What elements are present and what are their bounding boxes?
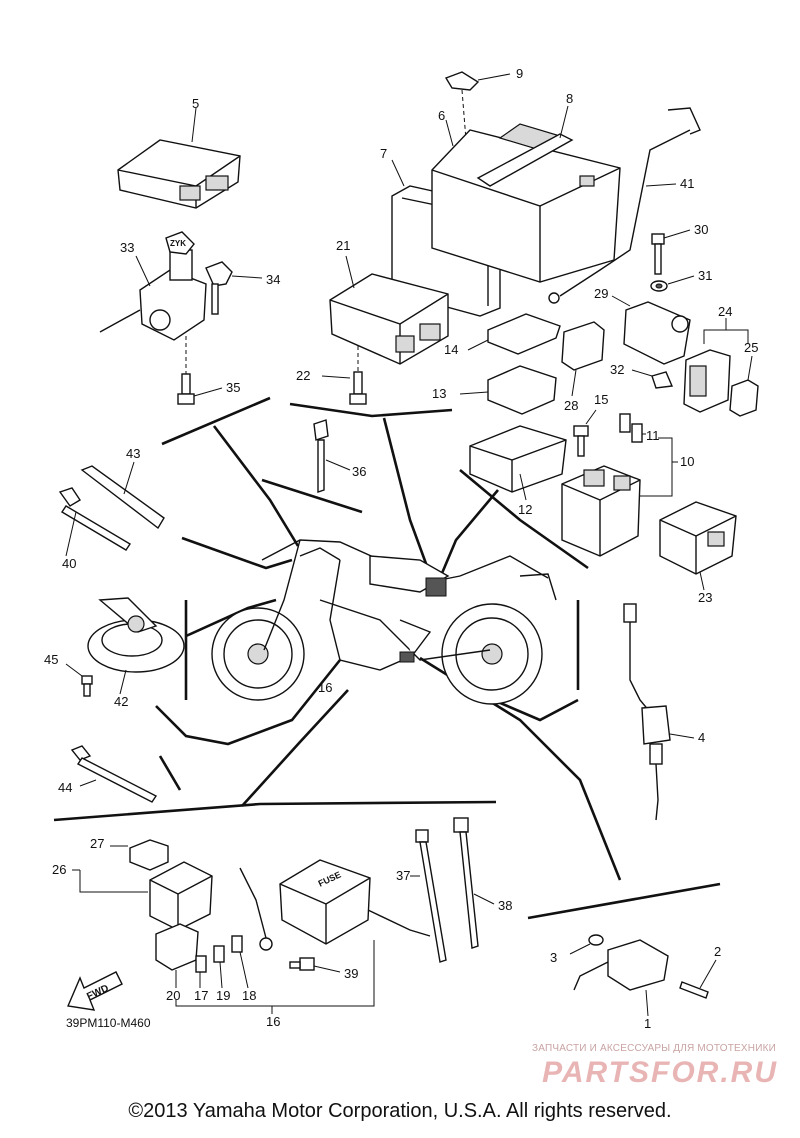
callout-13: 13 [432, 386, 446, 401]
callout-19: 19 [216, 988, 230, 1003]
part-32-bracket [631, 369, 674, 389]
callout-33: 33 [120, 240, 134, 255]
callout-1: 1 [644, 1016, 651, 1031]
part-5-ecu [117, 107, 241, 209]
part-27-cap [110, 839, 169, 871]
part-19-fuse [213, 945, 225, 989]
callout-37: 37 [396, 868, 410, 883]
callout-45: 45 [44, 652, 58, 667]
callout-3: 3 [550, 950, 557, 965]
part-33-main-switch [99, 231, 207, 374]
callout-16a: 16 [318, 680, 332, 695]
callout-9: 9 [516, 66, 523, 81]
part-6-7-battery [391, 105, 621, 317]
callout-24: 24 [718, 304, 732, 319]
callout-22: 22 [296, 368, 310, 383]
part-45-bolt [65, 663, 93, 697]
callout-31: 31 [698, 268, 712, 283]
callout-14: 14 [444, 342, 458, 357]
part-35-bolt [177, 373, 223, 405]
callout-40: 40 [62, 556, 76, 571]
part-44-band [70, 745, 158, 803]
part-38-band [453, 817, 495, 949]
callout-27: 27 [90, 836, 104, 851]
part-41-cable [548, 107, 701, 304]
callout-6: 6 [438, 108, 445, 123]
part-36-band [313, 419, 351, 493]
part-26-relay [72, 861, 213, 931]
callout-4: 4 [698, 730, 705, 745]
part-12-holder [469, 425, 567, 501]
callout-2: 2 [714, 944, 721, 959]
part-28-relay [561, 321, 605, 397]
callout-35: 35 [226, 380, 240, 395]
callout-16b: 16 [266, 1014, 280, 1029]
part-24-connector [683, 318, 749, 413]
callout-42: 42 [114, 694, 128, 709]
part-22-bolt [321, 371, 367, 405]
callout-11: 11 [646, 428, 660, 443]
part-37-band [410, 829, 447, 963]
leader-network [53, 396, 721, 920]
callout-15: 15 [594, 392, 608, 407]
part-29-relay [611, 295, 691, 365]
callout-7: 7 [380, 146, 387, 161]
copyright-notice: ©2013 Yamaha Motor Corporation, U.S.A. A… [128, 1100, 672, 1122]
part-2-screw [679, 959, 717, 999]
callout-17: 17 [194, 988, 208, 1003]
part-9-clip [444, 71, 511, 141]
diagram-code: 39PM110-M460 [66, 1016, 151, 1030]
part-21-unit [329, 255, 449, 372]
callout-41: 41 [680, 176, 694, 191]
callout-36: 36 [352, 464, 366, 479]
callout-43: 43 [126, 446, 140, 461]
callout-12: 12 [518, 502, 532, 517]
callout-34: 34 [266, 272, 280, 287]
callout-18: 18 [242, 988, 256, 1003]
callout-25: 25 [744, 340, 758, 355]
callout-30: 30 [694, 222, 708, 237]
part-3-nut [569, 934, 604, 955]
callout-10: 10 [680, 454, 694, 469]
motorcycle-outline [211, 539, 557, 705]
part-40-band [58, 487, 131, 557]
part-10-starter-relay [561, 437, 678, 557]
part-1-switch [573, 939, 669, 1017]
callout-20: 20 [166, 988, 180, 1003]
part-11-fuse [619, 413, 646, 443]
watermark-caption: ЗАПЧАСТИ И АКСЕССУАРЫ ДЛЯ МОТОТЕХНИКИ [531, 1043, 776, 1054]
callout-39: 39 [344, 966, 358, 981]
callout-23: 23 [698, 590, 712, 605]
part-14-pad [467, 313, 561, 355]
part-43-band [80, 461, 165, 530]
callout-38: 38 [498, 898, 512, 913]
callout-29: 29 [594, 286, 608, 301]
key-label: ZYK [170, 239, 186, 248]
callout-21: 21 [336, 238, 350, 253]
part-42-horn [87, 597, 185, 695]
callout-labels: 9 8 6 5 7 41 30 21 33 31 34 29 24 25 14 … [44, 66, 758, 1031]
part-39-bolt [289, 957, 341, 973]
callout-5: 5 [192, 96, 199, 111]
part-17-fuse [195, 955, 207, 988]
fwd-arrow-icon: FWD [67, 971, 123, 1011]
part-18-fuse [231, 935, 249, 989]
part-25-connector [729, 355, 759, 417]
watermark-logo: PARTSFOR.RU [542, 1056, 778, 1089]
part-31-washer [650, 275, 695, 292]
part-16-fuse-box [175, 859, 431, 1014]
callout-8: 8 [566, 91, 573, 106]
part-20-relay [155, 923, 199, 988]
callout-32: 32 [610, 362, 624, 377]
callout-28: 28 [564, 398, 578, 413]
part-34-key [205, 261, 263, 315]
part-13-cover [459, 365, 557, 415]
callout-44: 44 [58, 780, 72, 795]
part-23-unit [659, 501, 737, 591]
callout-26: 26 [52, 862, 66, 877]
part-30-bolt [651, 229, 691, 275]
part-4-sensor [623, 603, 695, 821]
part-15-bolt [573, 409, 597, 457]
